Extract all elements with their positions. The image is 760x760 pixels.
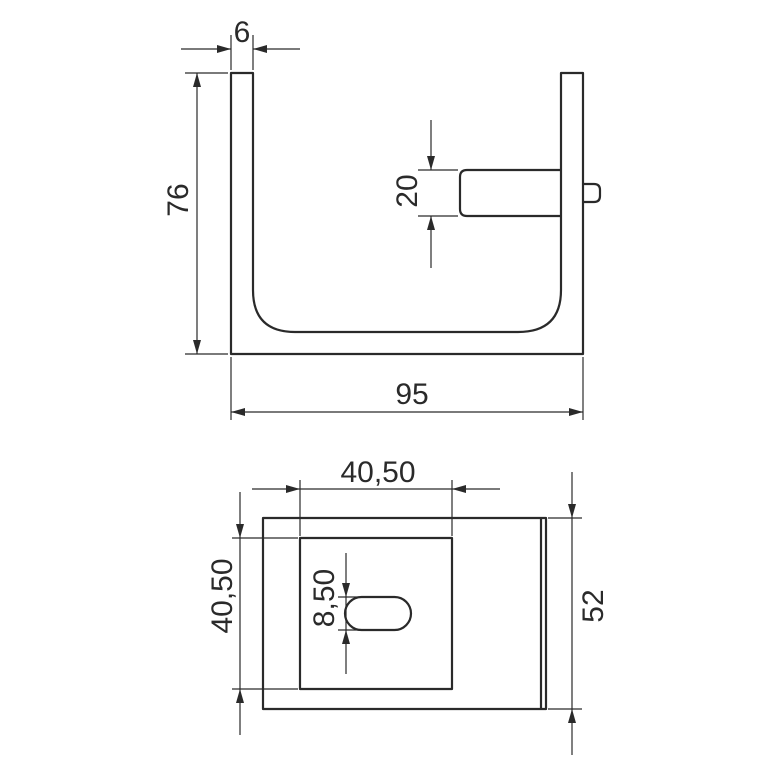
dimension-height: 76: [162, 72, 228, 355]
dim-depth-label: 52: [577, 589, 610, 622]
dim-thickness-label: 6: [234, 16, 251, 49]
dim-height-label: 76: [162, 183, 195, 216]
dim-slot-label: 8,50: [308, 569, 341, 627]
lug-pin: [583, 182, 602, 204]
dim-plate-width-label: 40,50: [340, 456, 415, 489]
front-view: 6 76 20 95: [162, 16, 602, 420]
dimension-width: 95: [230, 357, 584, 420]
lug-body: [458, 168, 561, 218]
dimension-lug: 20: [391, 120, 458, 268]
slot-hole: [343, 595, 413, 632]
dimension-thickness: 6: [181, 16, 300, 70]
dimension-plate-width: 40,50: [252, 456, 500, 536]
base-plate-outline: [261, 516, 548, 711]
dim-lug-label: 20: [391, 174, 424, 207]
dimension-slot: 8,50: [308, 553, 360, 674]
u-bracket-outline: [229, 71, 585, 356]
dimension-depth: 52: [548, 472, 610, 755]
dim-plate-height-label: 40,50: [206, 558, 239, 633]
square-plate: [298, 536, 454, 691]
dim-width-label: 95: [395, 378, 428, 411]
bottom-view: 40,50 40,50 8,50 52: [206, 456, 610, 755]
dimension-plate-height: 40,50: [206, 492, 298, 735]
